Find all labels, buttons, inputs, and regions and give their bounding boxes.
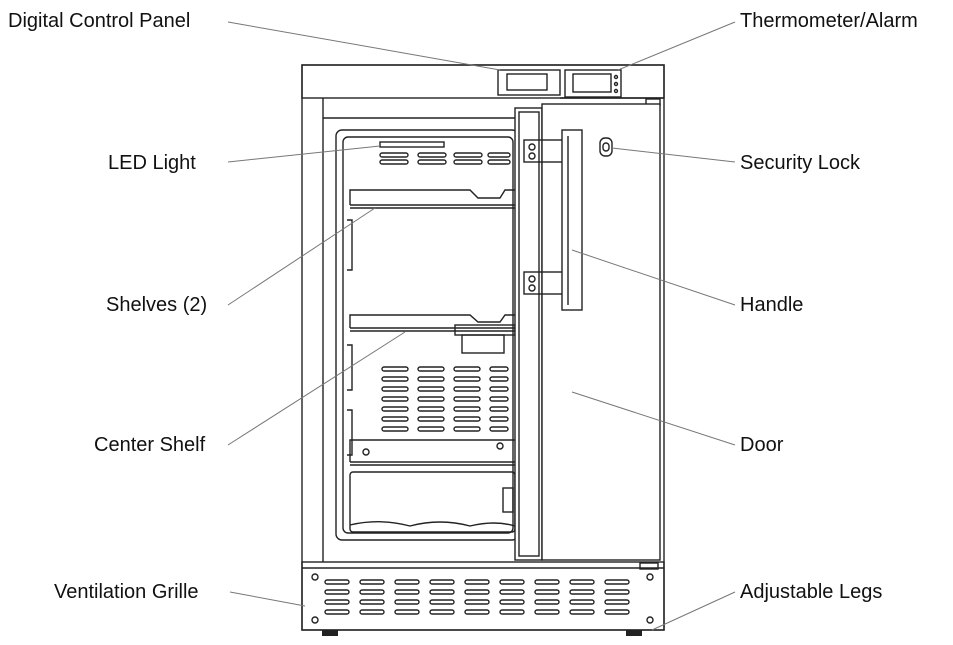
label-ventilation-grille: Ventilation Grille (54, 581, 199, 603)
label-security-lock: Security Lock (740, 152, 861, 174)
door (541, 103, 661, 561)
security-lock (599, 137, 613, 157)
label-handle: Handle (740, 294, 804, 316)
label-thermometer-alarm: Thermometer/Alarm (740, 10, 918, 32)
label-adjustable-legs: Adjustable Legs (740, 581, 883, 603)
shelf-upper (349, 189, 515, 209)
shelf-lower (349, 439, 515, 466)
handle (561, 129, 583, 311)
adjustable-legs (322, 630, 642, 636)
shelf-middle (349, 314, 515, 332)
led-slots (379, 152, 511, 165)
center-shelf-bracket (454, 324, 516, 336)
leader-lines (227, 21, 736, 631)
digital-control-panel (497, 69, 561, 96)
label-shelves: Shelves (2) (106, 294, 208, 316)
top-header-band (301, 64, 665, 99)
ventilation-grille (324, 579, 630, 615)
label-door: Door (740, 434, 784, 456)
label-led-light: LED Light (108, 152, 196, 174)
thermometer-alarm (564, 69, 622, 98)
rear-vent-holes (381, 366, 509, 432)
led-light (379, 141, 445, 148)
label-digital-control-panel: Digital Control Panel (8, 10, 191, 32)
label-center-shelf: Center Shelf (94, 434, 206, 456)
base-section (301, 561, 665, 631)
